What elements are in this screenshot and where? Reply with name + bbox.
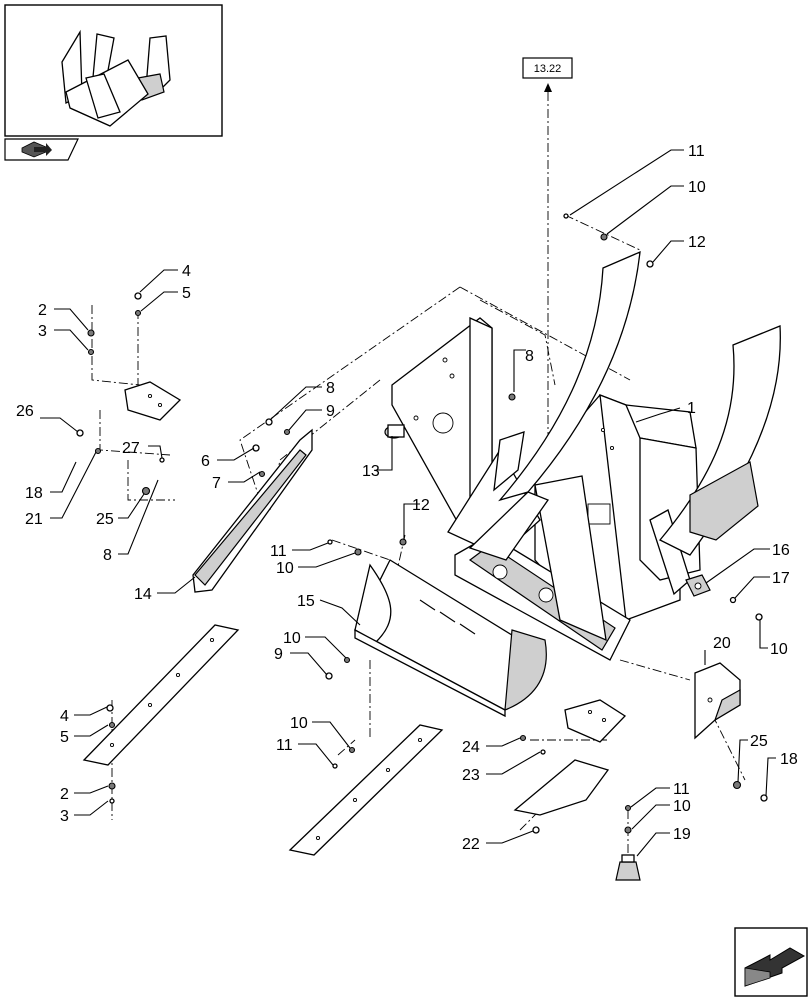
- bushing-13[interactable]: [384, 424, 405, 439]
- callout-11: 11: [276, 737, 293, 754]
- bracket-upper-left[interactable]: [124, 381, 182, 421]
- callout-13: 13: [362, 463, 380, 480]
- bushing-16[interactable]: [685, 574, 711, 597]
- callout-10: 10: [770, 641, 788, 658]
- callout-12: 12: [688, 234, 706, 251]
- callout-23: 23: [462, 767, 480, 784]
- callout-19: 19: [673, 826, 691, 843]
- callout-3: 3: [38, 323, 47, 340]
- callout-3: 3: [60, 808, 69, 825]
- callout-9: 9: [274, 646, 283, 663]
- callout-8: 8: [525, 348, 534, 365]
- callout-18: 18: [780, 751, 798, 768]
- foot-19[interactable]: [615, 854, 641, 881]
- callout-17: 17: [772, 570, 790, 587]
- callout-25: 25: [96, 511, 114, 528]
- callout-11: 11: [270, 543, 287, 560]
- callout-11: 11: [673, 781, 690, 798]
- callout-24: 24: [462, 739, 480, 756]
- callout-25: 25: [750, 733, 768, 750]
- callout-16: 16: [772, 542, 790, 559]
- next-page-arrow-icon[interactable]: [734, 927, 808, 997]
- tray-15[interactable]: [354, 559, 547, 718]
- callout-8: 8: [326, 380, 335, 397]
- callout-14: 14: [134, 586, 152, 603]
- callout-18: 18: [25, 485, 43, 502]
- callout-27: 27: [122, 440, 140, 457]
- callout-10: 10: [283, 630, 301, 647]
- fasteners: [76, 213, 768, 834]
- curved-guide-left[interactable]: [468, 250, 641, 561]
- callout-labels: 1 2 3 4 5 6 7 8 9 8 8 10 11 12 12 13 14 …: [16, 143, 798, 853]
- callout-10: 10: [290, 715, 308, 732]
- guide-rail-14[interactable]: [192, 428, 313, 593]
- callout-2: 2: [60, 786, 69, 803]
- plate-center-lower[interactable]: [288, 724, 444, 856]
- curved-guide-right[interactable]: [658, 325, 781, 556]
- callout-22: 22: [462, 836, 480, 853]
- callout-11: 11: [688, 143, 705, 160]
- callout-10: 10: [688, 179, 706, 196]
- callout-10: 10: [673, 798, 691, 815]
- callout-4: 4: [60, 708, 69, 725]
- callout-5: 5: [182, 285, 191, 302]
- callout-20: 20: [713, 635, 731, 652]
- leader-lines: [40, 149, 776, 857]
- callout-1: 1: [687, 400, 696, 417]
- reference-label: 13.22: [534, 63, 562, 75]
- plate-left-lower[interactable]: [82, 624, 240, 766]
- book-arrow-icon[interactable]: [4, 138, 79, 161]
- reference-box[interactable]: 13.22: [522, 57, 573, 79]
- callout-12: 12: [412, 497, 430, 514]
- callout-5: 5: [60, 729, 69, 746]
- callout-26: 26: [16, 403, 34, 420]
- assembly-thumbnail-icon[interactable]: [4, 4, 223, 137]
- callout-8: 8: [103, 547, 112, 564]
- callout-21: 21: [25, 511, 43, 528]
- callout-9: 9: [326, 403, 335, 420]
- callout-4: 4: [182, 263, 191, 280]
- callout-6: 6: [201, 453, 210, 470]
- callout-10: 10: [276, 560, 294, 577]
- callout-2: 2: [38, 302, 47, 319]
- bracket-20[interactable]: [694, 662, 741, 740]
- callout-15: 15: [297, 593, 315, 610]
- callout-7: 7: [212, 475, 221, 492]
- reference-arrow: [544, 83, 552, 470]
- bracket-lower-right[interactable]: [513, 699, 627, 816]
